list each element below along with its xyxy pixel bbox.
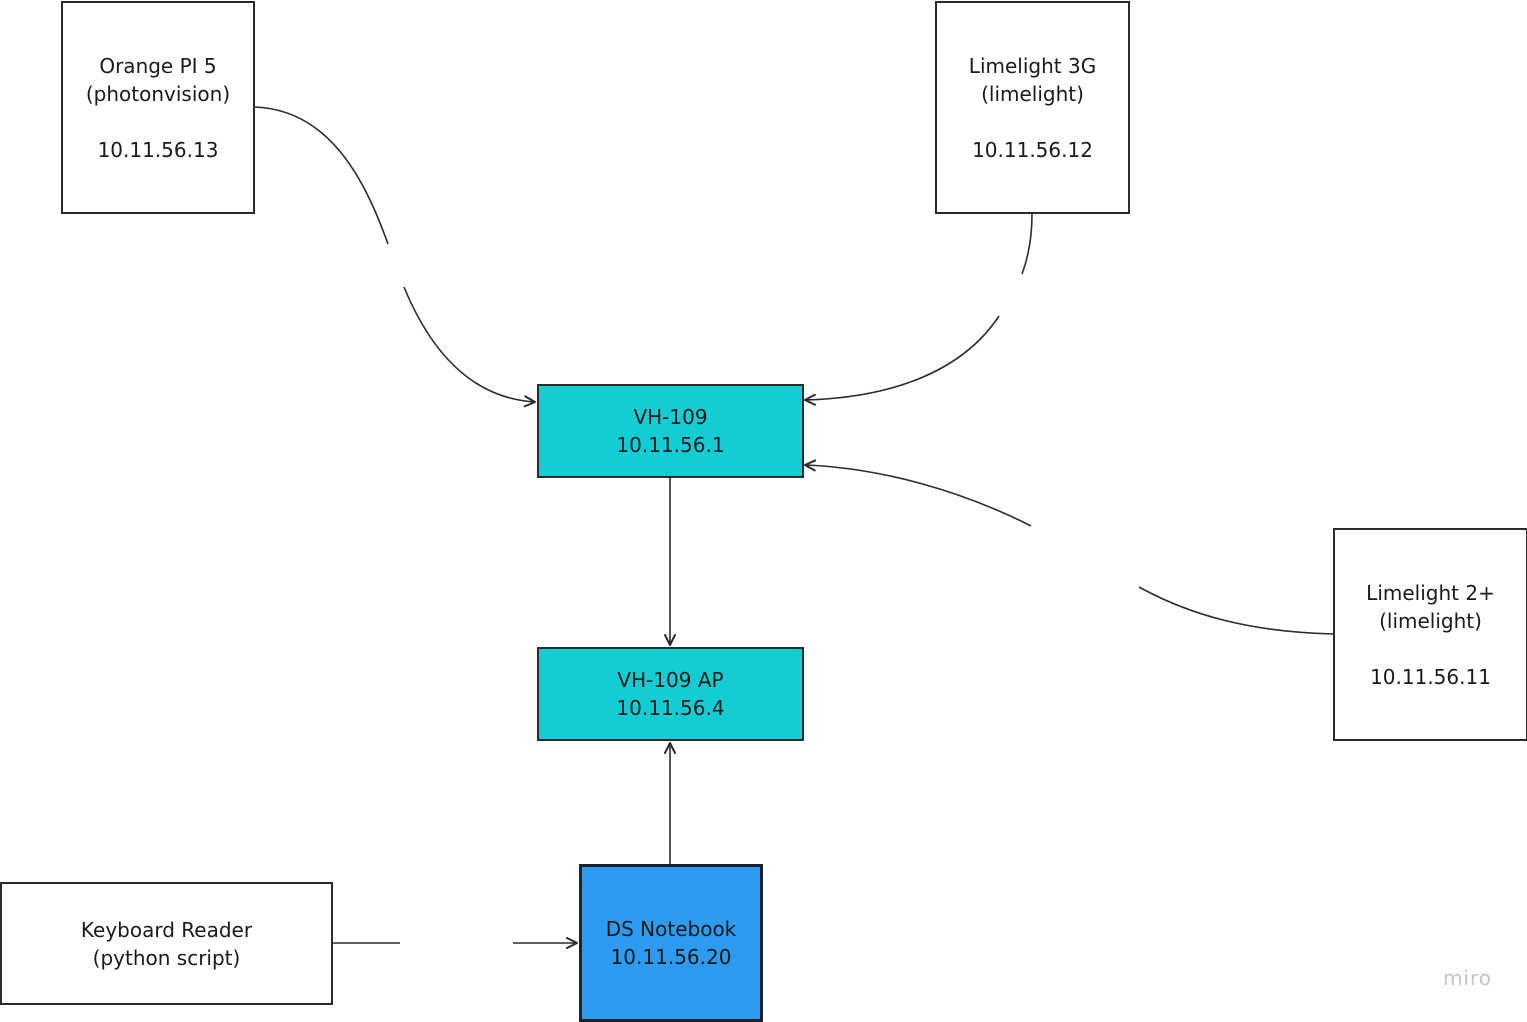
node-vh109-router[interactable]: VH-109 10.11.56.1 bbox=[537, 384, 804, 478]
node-ip: 10.11.56.13 bbox=[97, 137, 219, 162]
node-title: VH-109 bbox=[633, 405, 708, 429]
miro-watermark: miro bbox=[1442, 966, 1492, 990]
edge-orange-pi-to-vh109-end[interactable] bbox=[403, 286, 536, 408]
node-ip: 10.11.56.4 bbox=[616, 696, 725, 720]
node-subtitle: (python script) bbox=[92, 945, 241, 970]
edge-limelight-2plus-to-vh109-end[interactable] bbox=[804, 459, 1032, 527]
node-vh109-ap[interactable]: VH-109 AP 10.11.56.4 bbox=[537, 647, 804, 741]
node-limelight-2plus[interactable]: Limelight 2+ (limelight) 10.11.56.11 bbox=[1333, 528, 1527, 741]
node-subtitle: (limelight) bbox=[1379, 608, 1482, 633]
node-title: DS Notebook bbox=[605, 917, 737, 941]
node-title: Limelight 3G bbox=[968, 53, 1097, 78]
node-subtitle: (photonvision) bbox=[85, 81, 231, 106]
edge-limelight-3g-to-vh109-end[interactable] bbox=[804, 315, 1000, 406]
node-limelight-3g[interactable]: Limelight 3G (limelight) 10.11.56.12 bbox=[935, 1, 1130, 214]
node-keyboard-reader[interactable]: Keyboard Reader (python script) bbox=[0, 882, 333, 1005]
node-title: Limelight 2+ bbox=[1366, 580, 1495, 605]
node-ip: 10.11.56.20 bbox=[610, 945, 732, 969]
node-ip: 10.11.56.1 bbox=[616, 433, 725, 457]
node-ip: 10.11.56.11 bbox=[1370, 664, 1491, 689]
node-title: VH-109 AP bbox=[617, 668, 724, 692]
edge-limelight-3g-to-vh109[interactable] bbox=[1021, 213, 1033, 275]
edge-limelight-2plus-to-vh109[interactable] bbox=[1138, 586, 1334, 635]
node-title: Orange PI 5 bbox=[99, 53, 217, 78]
node-ds-notebook[interactable]: DS Notebook 10.11.56.20 bbox=[579, 864, 763, 1022]
node-subtitle: (limelight) bbox=[981, 81, 1084, 106]
node-title: Keyboard Reader bbox=[80, 917, 253, 942]
edge-orange-pi-to-vh109[interactable] bbox=[254, 106, 389, 245]
node-orange-pi-5[interactable]: Orange PI 5 (photonvision) 10.11.56.13 bbox=[61, 1, 255, 214]
node-ip: 10.11.56.12 bbox=[972, 137, 1093, 162]
